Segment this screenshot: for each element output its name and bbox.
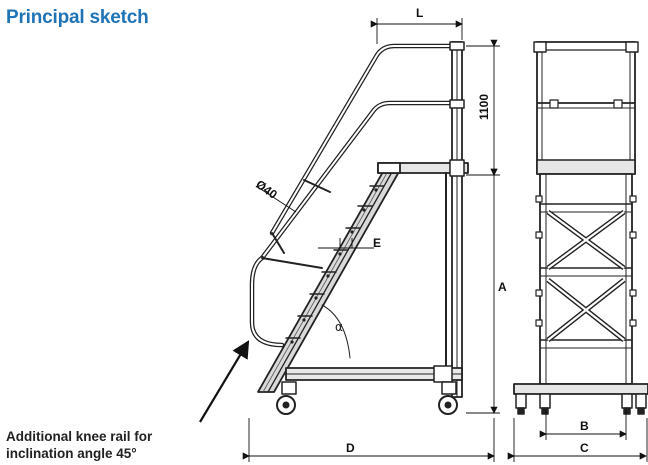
dim-label-B: B	[580, 419, 589, 433]
dim-label-C: C	[580, 441, 589, 455]
dim-label-E: E	[373, 236, 381, 250]
front-tower	[539, 173, 633, 385]
knee-rail	[249, 255, 285, 348]
dim-label-A: A	[498, 280, 507, 294]
front-base	[513, 383, 648, 395]
knee-rail-pointer-arrow	[199, 340, 250, 423]
alpha-arc	[321, 304, 351, 359]
front-wheel	[276, 381, 297, 415]
side-view	[249, 41, 469, 415]
angle-label-alpha: α	[335, 320, 343, 334]
dim-label-diameter: Ø40	[253, 177, 280, 202]
dim-label-L: L	[416, 6, 423, 20]
ladder-stringer	[257, 169, 401, 393]
front-dimensions	[507, 410, 648, 462]
dim-label-1100: 1100	[477, 94, 491, 120]
page-title: Principal sketch	[6, 7, 149, 28]
dim-label-D: D	[346, 441, 355, 455]
caption-line-2: inclination angle 45°	[6, 446, 137, 461]
caption-line-1: Additional knee rail for	[6, 429, 153, 444]
front-view	[513, 41, 648, 415]
rear-wheel	[438, 381, 458, 415]
knee-rail-caption: Additional knee rail for inclination ang…	[6, 428, 206, 462]
front-casters	[515, 393, 647, 415]
side-dimensions	[242, 18, 500, 462]
